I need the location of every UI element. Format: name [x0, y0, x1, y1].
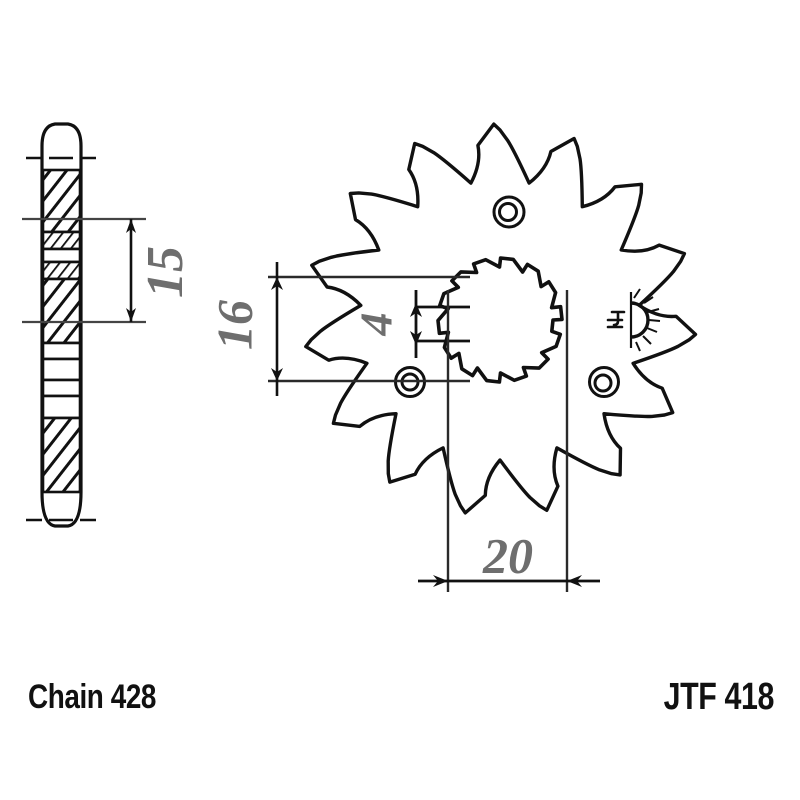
- dimension-value-4: 4: [351, 313, 402, 337]
- dim-arrow-16-top: [271, 277, 283, 290]
- section-hatch-band: [41, 277, 82, 345]
- bolt-hole-lower-right: [588, 366, 620, 398]
- section-gap-band: [41, 378, 82, 398]
- bolt-hole-top: [492, 195, 526, 229]
- dim-arrow-15-down: [126, 308, 136, 322]
- section-gap-band: [41, 394, 82, 420]
- section-hatch-band: [41, 260, 82, 281]
- dim-arrow-4-bottom: [410, 331, 422, 345]
- section-gap-band: [41, 247, 82, 264]
- section-gap-band: [41, 341, 82, 361]
- part-number-label: JTF 418: [663, 676, 775, 718]
- sprocket-front-view: 16 4 20: [206, 122, 698, 592]
- dim-arrow-20-right: [567, 575, 582, 587]
- dim-arrow-20-left: [433, 575, 448, 587]
- section-hatch-band: [41, 230, 82, 251]
- dimension-value-20: 20: [482, 527, 533, 583]
- sprocket-section-view: 15: [22, 122, 194, 528]
- dim-arrow-15-up: [126, 219, 136, 233]
- dim-arrow-4-top: [410, 303, 422, 317]
- section-hatch-band: [41, 416, 82, 494]
- splined-hub-bore: [436, 256, 564, 384]
- dim-arrow-16-bottom: [271, 368, 283, 381]
- section-gap-band: [41, 357, 82, 382]
- section-hatch-band: [41, 168, 82, 234]
- chain-label: Chain 428: [28, 678, 157, 716]
- dimension-value-15: 15: [137, 246, 194, 298]
- dimension-value-16: 16: [206, 300, 262, 350]
- jt-sunburst-logo: [606, 288, 661, 352]
